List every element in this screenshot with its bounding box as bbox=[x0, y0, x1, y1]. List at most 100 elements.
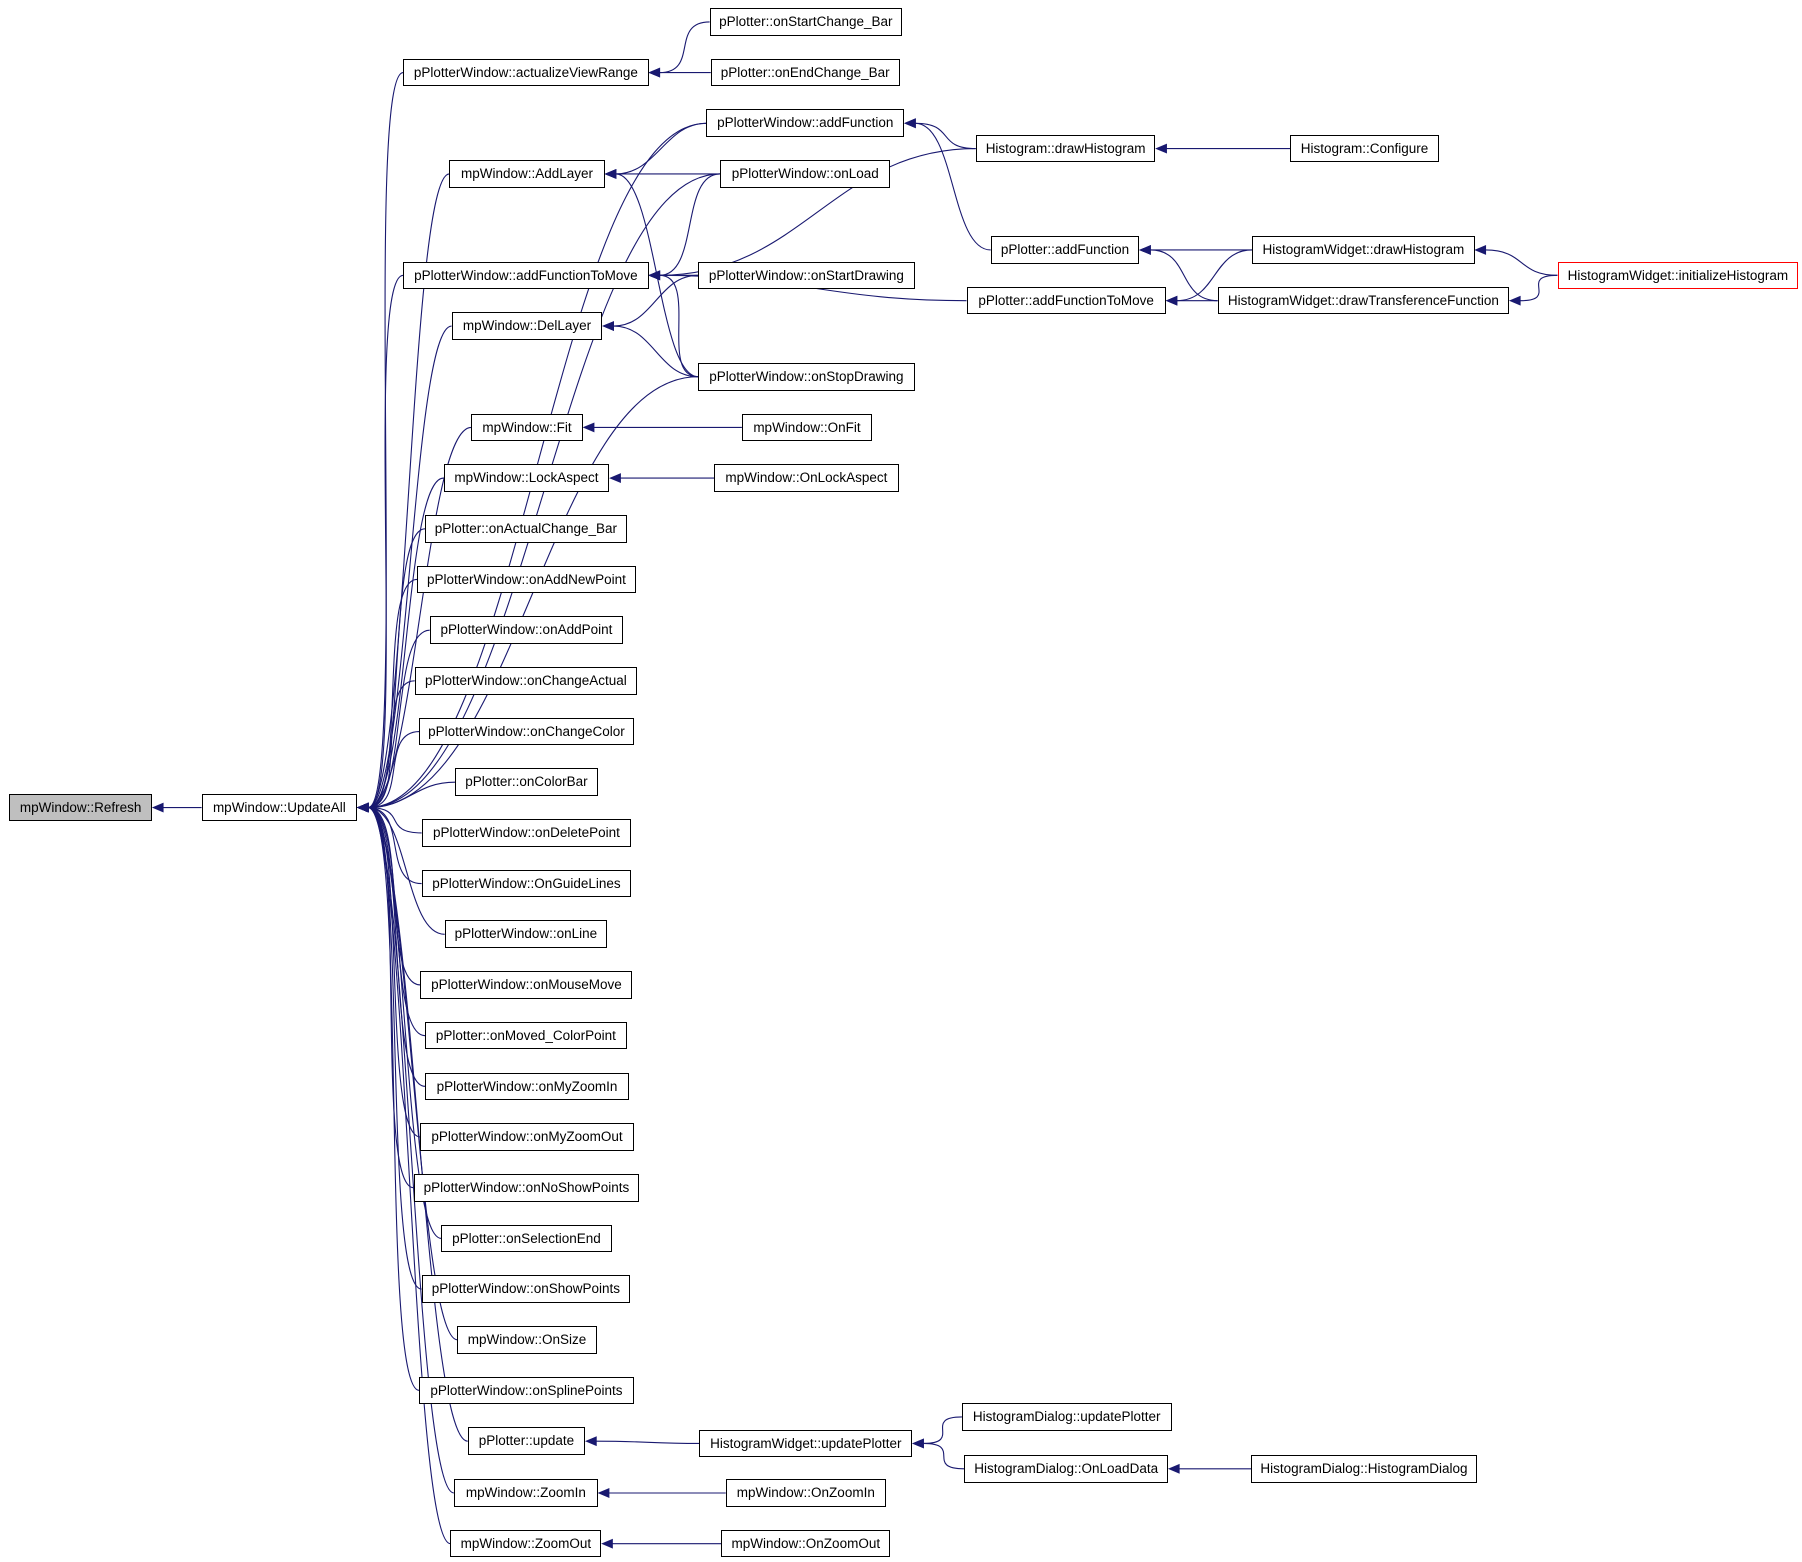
arrowhead-onLockAspect-to-lockAspect bbox=[609, 473, 621, 484]
node-pplotterwindow-onnoshowpoints[interactable]: pPlotterWindow::onNoShowPoints bbox=[413, 1173, 640, 1202]
arrowhead-hdOnLoadData-to-hwUpdatePlotter bbox=[912, 1438, 924, 1449]
node-pplotterwindow-onmyzoomin[interactable]: pPlotterWindow::onMyZoomIn bbox=[425, 1072, 629, 1101]
node-pplotterwindow-ondeletepoint[interactable]: pPlotterWindow::onDeletePoint bbox=[421, 819, 632, 847]
node-pplotterwindow-onguidelines[interactable]: pPlotterWindow::OnGuideLines bbox=[421, 869, 632, 898]
arrowhead-hwDrawTransference-to-ppAddFunctionToMove bbox=[1165, 295, 1178, 306]
arrowhead-updateall-to-refresh bbox=[151, 802, 164, 813]
node-pplotter-onactualchange-bar[interactable]: pPlotter::onActualChange_Bar bbox=[425, 514, 627, 543]
arrowhead-onFit-to-fit bbox=[582, 422, 595, 433]
edge-hdUpdatePlotter-to-hwUpdatePlotter bbox=[923, 1416, 962, 1445]
node-mpwindow-onzoomin[interactable]: mpWindow::OnZoomIn bbox=[725, 1479, 886, 1507]
edge-onStartDrawing-to-delLayer bbox=[613, 274, 699, 327]
arrowhead-onStopDrawing-to-addLayer bbox=[604, 168, 617, 179]
edge-hwDrawHistogram-to-ppAddFunctionToMove bbox=[1176, 249, 1253, 302]
node-pplotterwindow-onshowpoints[interactable]: pPlotterWindow::onShowPoints bbox=[421, 1275, 631, 1303]
node-histogram-drawhistogram[interactable]: Histogram::drawHistogram bbox=[975, 134, 1156, 163]
arrowhead-ppAddFunctionToMove-to-addFunctionToMove bbox=[648, 270, 661, 281]
node-histogramwidget-drawtransferencefunction[interactable]: HistogramWidget::drawTransferenceFunctio… bbox=[1217, 286, 1510, 315]
arrowhead-onStopDrawing-to-updateall bbox=[356, 802, 369, 813]
edge-addFunctionToMove-to-updateall bbox=[367, 274, 404, 809]
node-mpwindow-onsize[interactable]: mpWindow::OnSize bbox=[457, 1325, 597, 1354]
node-pplotterwindow-onstopdrawing[interactable]: pPlotterWindow::onStopDrawing bbox=[698, 362, 915, 391]
node-histogramdialog-onloaddata[interactable]: HistogramDialog::OnLoadData bbox=[964, 1454, 1169, 1483]
edge-plotterUpdate-to-updateall bbox=[367, 807, 468, 1442]
node-histogramwidget-updateplotter[interactable]: HistogramWidget::updatePlotter bbox=[699, 1429, 913, 1458]
node-histogramdialog-histogramdialog[interactable]: HistogramDialog::HistogramDialog bbox=[1251, 1454, 1477, 1483]
node-pplotter-onmoved-colorpoint[interactable]: pPlotter::onMoved_ColorPoint bbox=[425, 1021, 627, 1050]
node-mpwindow-lockaspect[interactable]: mpWindow::LockAspect bbox=[443, 464, 610, 492]
edge-fit-to-updateall bbox=[368, 426, 472, 809]
edge-addLayer-to-updateall bbox=[367, 173, 450, 809]
node-mpwindow-fit[interactable]: mpWindow::Fit bbox=[471, 413, 583, 442]
edge-onGuideLines-to-updateall bbox=[368, 807, 422, 885]
edge-onDeletePoint-to-updateall bbox=[368, 807, 422, 834]
node-pplotter-onselectionend[interactable]: pPlotter::onSelectionEnd bbox=[441, 1224, 612, 1253]
node-pplotterwindow-onaddnewpoint[interactable]: pPlotterWindow::onAddNewPoint bbox=[417, 565, 636, 594]
arrowhead-hwDrawTransference-to-ppAddFunction bbox=[1139, 245, 1151, 255]
edge-zoomIn-to-updateall bbox=[367, 807, 455, 1494]
node-pplotterwindow-onmyzoomout[interactable]: pPlotterWindow::onMyZoomOut bbox=[420, 1123, 634, 1151]
node-mpwindow-updateall[interactable]: mpWindow::UpdateAll bbox=[201, 793, 358, 822]
arrowhead-histConfigure-to-histDrawHistogram bbox=[1155, 143, 1167, 154]
node-mpwindow-dellayer[interactable]: mpWindow::DelLayer bbox=[451, 312, 603, 340]
edge-hwUpdatePlotter-to-plotterUpdate bbox=[596, 1440, 700, 1445]
node-pplotterwindow-onmousemove[interactable]: pPlotterWindow::onMouseMove bbox=[420, 971, 633, 999]
edge-onStopDrawing-to-delLayer bbox=[613, 325, 699, 378]
node-pplotterwindow-onstartdrawing[interactable]: pPlotterWindow::onStartDrawing bbox=[698, 261, 915, 290]
node-mpwindow-refresh[interactable]: mpWindow::Refresh bbox=[9, 793, 153, 822]
arrowhead-hdHistogramDialog-to-hdOnLoadData bbox=[1167, 1463, 1180, 1474]
edge-hwInitializeHistogram-to-hwDrawTransference bbox=[1520, 274, 1558, 302]
node-pplotter-addfunction[interactable]: pPlotter::addFunction bbox=[990, 236, 1140, 264]
edge-pwOnLoad-to-addFunctionToMove bbox=[659, 173, 721, 276]
node-pplotterwindow-onchangeactual[interactable]: pPlotterWindow::onChangeActual bbox=[414, 667, 638, 695]
node-pplotter-addfunctiontomove[interactable]: pPlotter::addFunctionToMove bbox=[966, 286, 1166, 315]
edge-histDrawHistogram-to-pwAddFunction bbox=[915, 122, 976, 150]
node-pplotterwindow-onaddpoint[interactable]: pPlotterWindow::onAddPoint bbox=[429, 616, 624, 644]
node-pplotterwindow-online[interactable]: pPlotterWindow::onLine bbox=[444, 920, 608, 949]
edge-ppAddFunction-to-pwAddFunction bbox=[915, 122, 991, 251]
edge-onAddPoint-to-updateall bbox=[368, 629, 430, 809]
edge-hdOnLoadData-to-hwUpdatePlotter bbox=[923, 1442, 965, 1470]
node-histogramdialog-updateplotter[interactable]: HistogramDialog::updatePlotter bbox=[961, 1403, 1172, 1431]
node-histogramwidget-drawhistogram[interactable]: HistogramWidget::drawHistogram bbox=[1252, 236, 1475, 264]
arrowhead-onZoomIn-to-zoomIn bbox=[597, 1488, 610, 1498]
arrowhead-ppAddFunction-to-pwAddFunction bbox=[904, 118, 916, 129]
node-mpwindow-zoomin[interactable]: mpWindow::ZoomIn bbox=[453, 1479, 598, 1507]
node-pplotter-onstartchange-bar[interactable]: pPlotter::onStartChange_Bar bbox=[709, 8, 902, 36]
node-mpwindow-addlayer[interactable]: mpWindow::AddLayer bbox=[449, 160, 605, 188]
edge-delLayer-to-updateall bbox=[367, 325, 452, 809]
edge-hwDrawTransference-to-ppAddFunction bbox=[1150, 249, 1218, 302]
node-histogram-configure[interactable]: Histogram::Configure bbox=[1290, 134, 1439, 163]
node-pplotterwindow-addfunction[interactable]: pPlotterWindow::addFunction bbox=[706, 109, 905, 138]
node-pplotterwindow-actualizeviewrange[interactable]: pPlotterWindow::actualizeViewRange bbox=[403, 58, 649, 87]
node-mpwindow-zoomout[interactable]: mpWindow::ZoomOut bbox=[450, 1529, 602, 1558]
node-pplotter-oncolorbar[interactable]: pPlotter::onColorBar bbox=[455, 768, 598, 797]
node-pplotterwindow-onsplinepoints[interactable]: pPlotterWindow::onSplinePoints bbox=[419, 1376, 634, 1405]
arrowhead-onStopDrawing-to-delLayer bbox=[602, 321, 614, 331]
node-pplotterwindow-onchangecolor[interactable]: pPlotterWindow::onChangeColor bbox=[419, 717, 634, 746]
edge-onAddNewPoint-to-updateall bbox=[368, 578, 418, 809]
node-pplotter-onendchange-bar[interactable]: pPlotter::onEndChange_Bar bbox=[710, 58, 900, 87]
edge-onActualChangeBar-to-updateall bbox=[368, 528, 426, 809]
arrowhead-onZoomOut-to-zoomOut bbox=[601, 1538, 613, 1549]
arrowhead-hwUpdatePlotter-to-plotterUpdate bbox=[584, 1436, 597, 1447]
arrowhead-hwInitializeHistogram-to-hwDrawHistogram bbox=[1474, 245, 1487, 255]
edge-onStopDrawing-to-addFunctionToMove bbox=[659, 274, 699, 378]
edge-onLine-to-updateall bbox=[368, 807, 445, 935]
edge-pwAddFunction-to-addLayer bbox=[615, 122, 707, 175]
node-mpwindow-onfit[interactable]: mpWindow::OnFit bbox=[741, 413, 873, 442]
edge-zoomOut-to-updateall bbox=[367, 807, 451, 1545]
node-pplotterwindow-onload[interactable]: pPlotterWindow::onLoad bbox=[720, 160, 891, 188]
node-pplotterwindow-addfunctiontomove[interactable]: pPlotterWindow::addFunctionToMove bbox=[403, 261, 649, 290]
arrowhead-hwInitializeHistogram-to-hwDrawTransference bbox=[1508, 295, 1521, 306]
edge-onStartChangeBar-to-actualizeViewRange bbox=[659, 21, 710, 74]
edge-onChangeActual-to-updateall bbox=[368, 680, 415, 809]
node-mpwindow-onzoomout[interactable]: mpWindow::OnZoomOut bbox=[721, 1529, 891, 1558]
edge-onShowPoints-to-updateall bbox=[367, 807, 422, 1290]
arrowhead-onEndChangeBar-to-actualizeViewRange bbox=[648, 67, 661, 78]
node-mpwindow-onlockaspect[interactable]: mpWindow::OnLockAspect bbox=[714, 464, 899, 492]
node-histogramwidget-initializehistogram[interactable]: HistogramWidget::initializeHistogram bbox=[1557, 261, 1799, 290]
edge-hwInitializeHistogram-to-hwDrawHistogram bbox=[1485, 249, 1558, 276]
node-pplotter-update[interactable]: pPlotter::update bbox=[467, 1427, 586, 1455]
